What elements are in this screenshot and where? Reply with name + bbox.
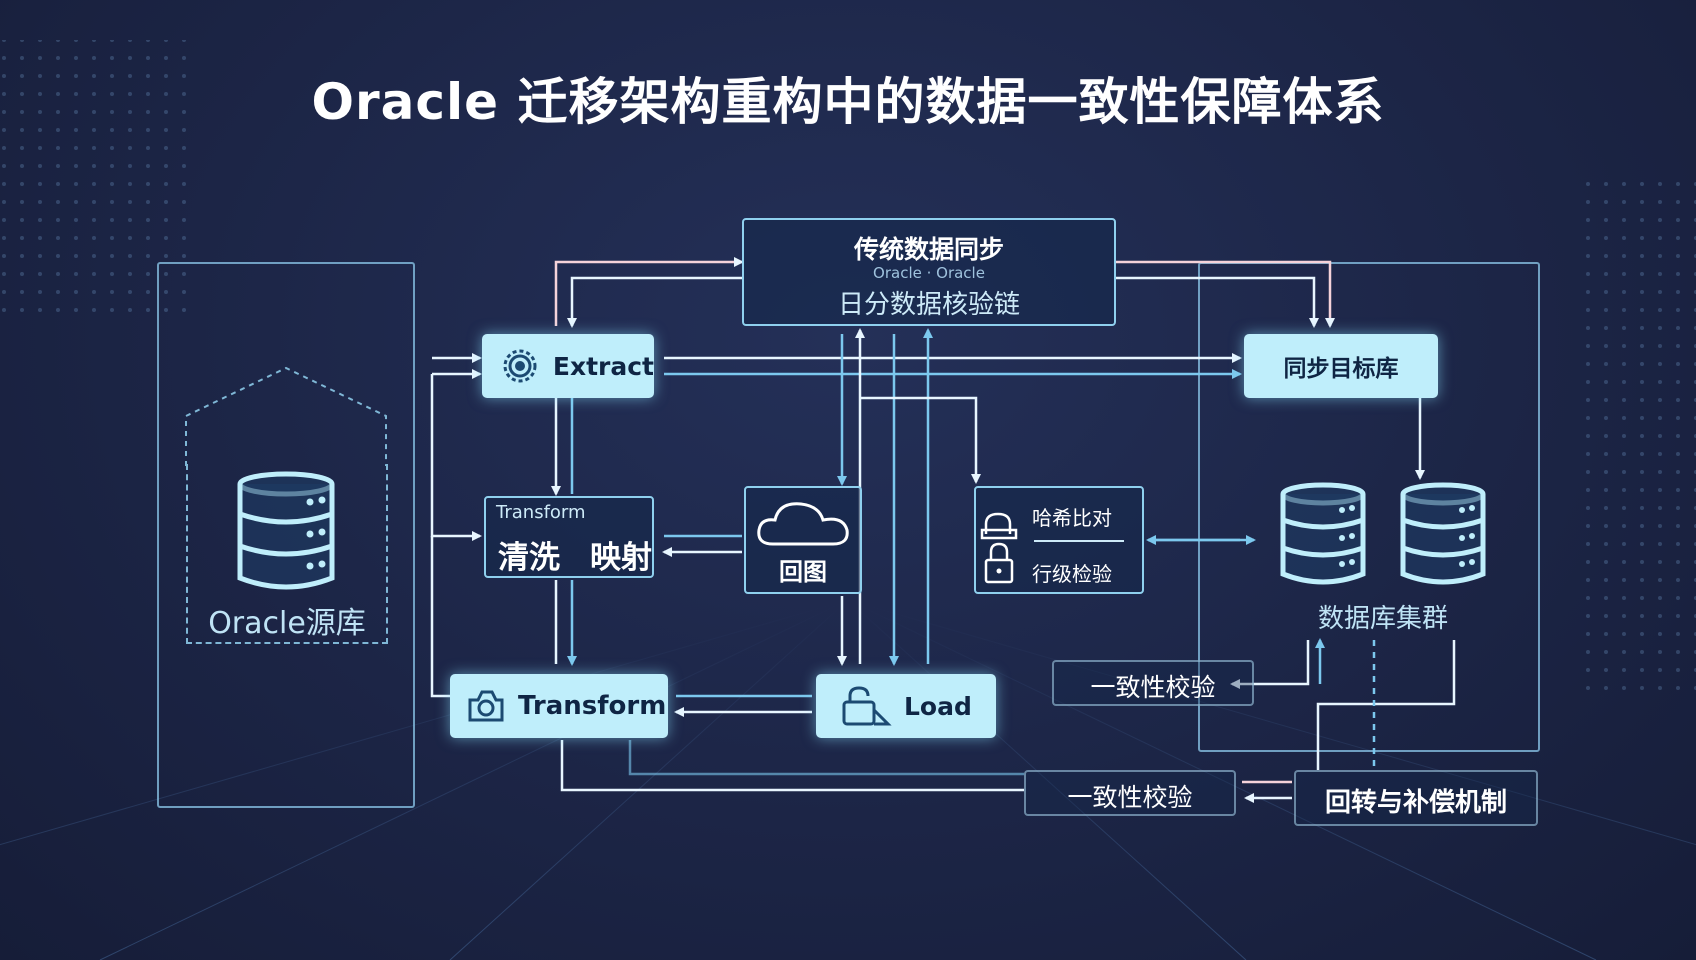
consistency-check-2-label: 一致性校验 (1067, 783, 1193, 812)
sync-box-line2: Oracle · Oracle (873, 264, 985, 282)
extract-node[interactable]: Extract (482, 334, 654, 398)
sync-box[interactable]: 传统数据同步 Oracle · Oracle 日分数据核验链 (742, 218, 1116, 326)
transform-label: Transform (518, 691, 667, 721)
consistency-check-1-label: 一致性校验 (1090, 673, 1216, 702)
source-db-frame (186, 464, 388, 644)
rollback-box[interactable]: 回转与补偿机制 (1294, 770, 1538, 826)
target-label: 同步目标库 (1283, 356, 1399, 382)
cloud-label: 回图 (779, 558, 827, 586)
consistency-check-2[interactable]: 一致性校验 (1024, 770, 1236, 816)
camera-icon (468, 690, 504, 722)
consistency-check-1[interactable]: 一致性校验 (1052, 660, 1254, 706)
clean-label: 清洗 (498, 540, 560, 576)
lock-icon (980, 512, 1018, 584)
line-transform-consistency-2 (560, 740, 1024, 792)
sync-box-line3: 日分数据核验链 (837, 290, 1020, 320)
line-source-transform (430, 536, 452, 698)
transform-node[interactable]: Transform (450, 674, 668, 738)
arrow-extract-top (554, 257, 744, 326)
unlock-icon (842, 686, 892, 726)
database-icon (237, 471, 335, 590)
map-label: 映射 (590, 540, 652, 576)
hash-divider (1034, 540, 1124, 542)
source-db-outline (185, 366, 387, 466)
gear-icon (503, 349, 537, 383)
source-panel (157, 262, 415, 808)
cloud-box[interactable]: 回图 (744, 486, 862, 594)
arrow-cluster-consistency-1 (1230, 640, 1310, 689)
cloud-icon (757, 502, 849, 546)
line-transform-consistency-2b (628, 740, 1024, 776)
load-label: Load (904, 691, 972, 721)
cluster-label: 数据库集群 (1317, 604, 1448, 634)
hash-check-box[interactable]: 哈希比对 行级检验 (974, 486, 1144, 594)
line-cluster-rollback (1316, 640, 1456, 770)
arrow-to-hash (860, 396, 981, 484)
arrow-top-target (1116, 260, 1335, 328)
target-node[interactable]: 同步目标库 (1244, 334, 1438, 398)
sync-box-line1: 传统数据同步 (853, 235, 1004, 264)
arrow-top-target-2 (1116, 276, 1319, 328)
clean-map-header: Transform (496, 502, 586, 523)
clean-map-box[interactable]: Transform 清洗 映射 (484, 496, 654, 578)
database-icon (1400, 482, 1486, 585)
arrow-top-extract (567, 276, 742, 328)
source-label: Oracle源库 (208, 606, 366, 641)
extract-label: Extract (552, 351, 654, 381)
database-icon (1280, 482, 1366, 585)
load-node[interactable]: Load (816, 674, 996, 738)
target-panel (1198, 262, 1540, 752)
page-title: Oracle 迁移架构重构中的数据一致性保障体系 (311, 73, 1385, 131)
hash-compare-label: 哈希比对 (1032, 506, 1112, 530)
rollback-label: 回转与补偿机制 (1324, 788, 1507, 818)
arrow-source-transform-small (430, 374, 482, 541)
row-check-label: 行级检验 (1032, 562, 1112, 586)
perspective-floor (0, 599, 1696, 960)
dot-grid-right (1580, 170, 1696, 690)
